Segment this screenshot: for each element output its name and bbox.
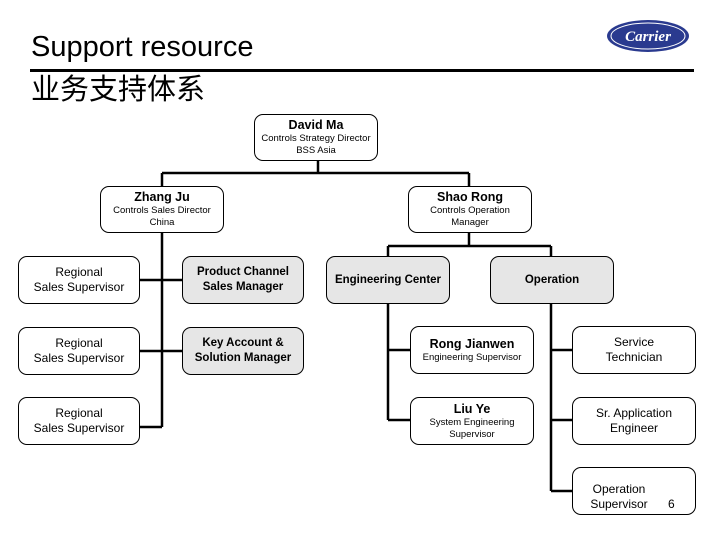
- title-divider: [30, 69, 694, 72]
- org-node-operation-manager[interactable]: Shao Rong Controls Operation Manager: [408, 186, 532, 233]
- node-title: Controls Operation: [430, 205, 510, 216]
- node-label: Operation: [592, 482, 646, 496]
- node-label: Engineering Center: [334, 273, 442, 286]
- slide-title-english: Support resource: [31, 31, 254, 63]
- node-name: David Ma: [288, 118, 344, 132]
- org-node-key-account-manager[interactable]: Key Account & Solution Manager: [182, 327, 304, 375]
- node-name: Rong Jianwen: [429, 336, 515, 351]
- node-label: Solution Manager: [194, 352, 292, 364]
- logo-text: Carrier: [625, 29, 671, 45]
- node-label: Sales Manager: [202, 281, 284, 293]
- node-label: Service: [613, 335, 654, 349]
- node-label: Sales Supervisor: [33, 351, 125, 365]
- node-label: Operation: [524, 273, 580, 286]
- page-number: 6: [668, 497, 675, 511]
- node-name: Liu Ye: [453, 401, 491, 416]
- org-node-engineering-supervisor[interactable]: Rong Jianwen Engineering Supervisor: [410, 326, 534, 374]
- node-label: Engineer: [609, 421, 659, 435]
- node-label: Technician: [605, 350, 663, 364]
- node-label: Sales Supervisor: [33, 280, 125, 294]
- node-label: Key Account &: [202, 337, 284, 349]
- org-node-regional-supervisor[interactable]: Regional Sales Supervisor: [18, 256, 140, 304]
- node-label: Sr. Application: [595, 406, 673, 420]
- node-title: Controls Strategy Director: [261, 133, 371, 144]
- org-node-regional-supervisor[interactable]: Regional Sales Supervisor: [18, 327, 140, 375]
- org-node-engineering-center[interactable]: Engineering Center: [326, 256, 450, 304]
- node-label: Supervisor: [590, 497, 648, 511]
- logo-oval: [607, 20, 689, 52]
- node-title: System Engineering: [429, 416, 515, 428]
- carrier-logo: Carrier: [607, 20, 689, 52]
- node-title: BSS Asia: [296, 145, 336, 156]
- node-label: Regional: [55, 406, 103, 420]
- node-label: Regional: [55, 265, 103, 279]
- node-name: Zhang Ju: [134, 190, 190, 204]
- org-node-sales-director[interactable]: Zhang Ju Controls Sales Director China: [100, 186, 224, 233]
- node-label: Product Channel: [196, 266, 289, 278]
- org-node-service-technician[interactable]: Service Technician: [572, 326, 696, 374]
- node-title: China: [149, 217, 175, 228]
- org-node-operation-supervisor[interactable]: Operation Supervisor: [572, 467, 696, 515]
- node-title: Supervisor: [449, 428, 495, 440]
- node-title: Manager: [451, 217, 489, 228]
- node-title: Engineering Supervisor: [422, 351, 522, 363]
- org-node-operation[interactable]: Operation: [490, 256, 614, 304]
- logo-inner-ring: [610, 22, 686, 50]
- node-name: Shao Rong: [437, 190, 503, 204]
- node-title: Controls Sales Director: [113, 205, 211, 216]
- node-label: Regional: [55, 336, 103, 350]
- org-node-root[interactable]: David Ma Controls Strategy Director BSS …: [254, 114, 378, 161]
- node-label: Sales Supervisor: [33, 421, 125, 435]
- org-node-application-engineer[interactable]: Sr. Application Engineer: [572, 397, 696, 445]
- org-node-system-engineering-supervisor[interactable]: Liu Ye System Engineering Supervisor: [410, 397, 534, 445]
- org-node-regional-supervisor[interactable]: Regional Sales Supervisor: [18, 397, 140, 445]
- org-node-product-channel-sales-manager[interactable]: Product Channel Sales Manager: [182, 256, 304, 304]
- slide-title-chinese: 业务支持体系: [31, 72, 206, 106]
